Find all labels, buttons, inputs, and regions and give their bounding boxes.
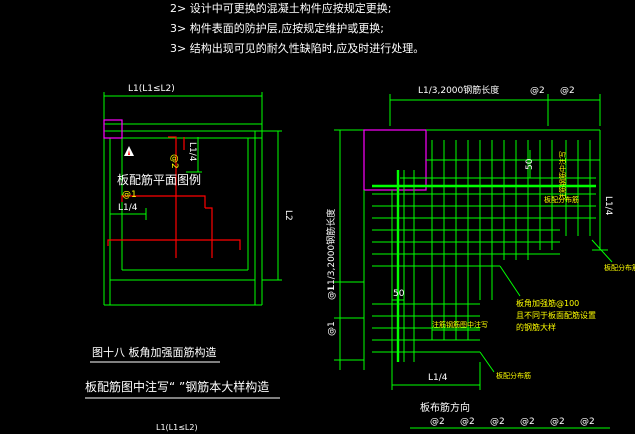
right-bottom-at-6: @2 (580, 417, 595, 427)
note-line-2: 2> 设计中可更换的混凝土构件应按规定更换; (170, 1, 391, 15)
right-detail: L1/3,2000钢筋长度 @2 @2 L1/3,2000钢筋长度 @1 @1 (325, 84, 635, 429)
right-label-dist-right: 板配分布筋 (604, 263, 635, 272)
right-label-corner-a: 板角加强筋@100 (516, 298, 579, 308)
right-dim-bottom-l14: L1/4 (428, 373, 448, 383)
left-fig-caption: 图十八 板角加强面筋构造 (92, 345, 217, 359)
left-corner-bar-h (121, 195, 206, 208)
left-fig-note: 板配筋图中注写“ ”钢筋本大样构造 (85, 379, 269, 394)
left-mark-at1: @1 (122, 190, 137, 200)
right-dim-50-top: 50 (525, 158, 535, 170)
note-line-4: 3> 结构出现可见的耐久性缺陷时,应及时进行处理。 (170, 41, 424, 55)
right-label-corner-c: 的钢筋大样 (516, 322, 556, 332)
right-bottom-title: 板布筋方向 (420, 401, 470, 414)
left-corner-column (103, 119, 123, 139)
right-label-corner-b: 且不同于板面配筋设置 (516, 310, 596, 320)
left-l14-horizontal: L1/4 (118, 203, 138, 213)
right-label-fig-note: 注筋钢筋图中注写 (432, 320, 488, 329)
right-label-dist-top: 板配分布筋 (544, 195, 579, 204)
right-dim-right-l14: L1/4 (603, 196, 613, 216)
right-dim-top-label: L1/3,2000钢筋长度 (418, 84, 499, 96)
left-plan-title: 板配筋平面图例 (117, 172, 201, 187)
notes-block: 2> 设计中可更换的混凝土构件应按规定更换; 3> 构件表面的防护层,应按规定维… (170, 1, 424, 55)
left-corner-bar-v (168, 136, 177, 258)
left-detail: L1(L1≤L2) L2 @2 L1/4 (85, 84, 293, 432)
right-bottom-at-4: @2 (520, 417, 535, 427)
left-corner-bar-h2 (107, 239, 241, 250)
left-corner-bar-v2 (205, 207, 213, 258)
warning-triangle-mark (128, 150, 130, 155)
right-bottom-at-5: @2 (550, 417, 565, 427)
leader-dist-right (591, 239, 613, 263)
left-dim-bottom: L1(L1≤L2) (156, 423, 198, 432)
right-dim-left-label: L1/3,2000钢筋长度 (325, 209, 337, 290)
right-label-vertical-hint: 注筋钢筋中注写 (558, 151, 567, 200)
note-line-3: 3> 构件表面的防护层,应按规定维护或更换; (170, 21, 384, 35)
right-corner-column (363, 129, 427, 191)
left-l14-vertical: L1/4 (187, 142, 197, 162)
right-left-at1-upper: @1 (327, 285, 337, 300)
right-bottom-at-3: @2 (490, 417, 505, 427)
right-dim-50-bottom: 50 (393, 289, 405, 299)
leader-dist-bottom (479, 351, 495, 373)
right-dim-top-at-b: @2 (560, 86, 575, 96)
right-dim-top-at-a: @2 (530, 86, 545, 96)
right-vertical-bars (403, 140, 591, 362)
right-label-dist-bottom: 板配分布筋 (496, 371, 531, 380)
left-rebar-at2: @2 (169, 154, 179, 169)
right-bottom-at-1: @2 (430, 417, 445, 427)
left-dim-right-text: L2 (283, 210, 293, 221)
left-dim-top: L1(L1≤L2) (128, 84, 175, 94)
right-bottom-at-2: @2 (460, 417, 475, 427)
leader-corner (499, 265, 521, 297)
right-left-at1-lower: @1 (327, 321, 337, 336)
